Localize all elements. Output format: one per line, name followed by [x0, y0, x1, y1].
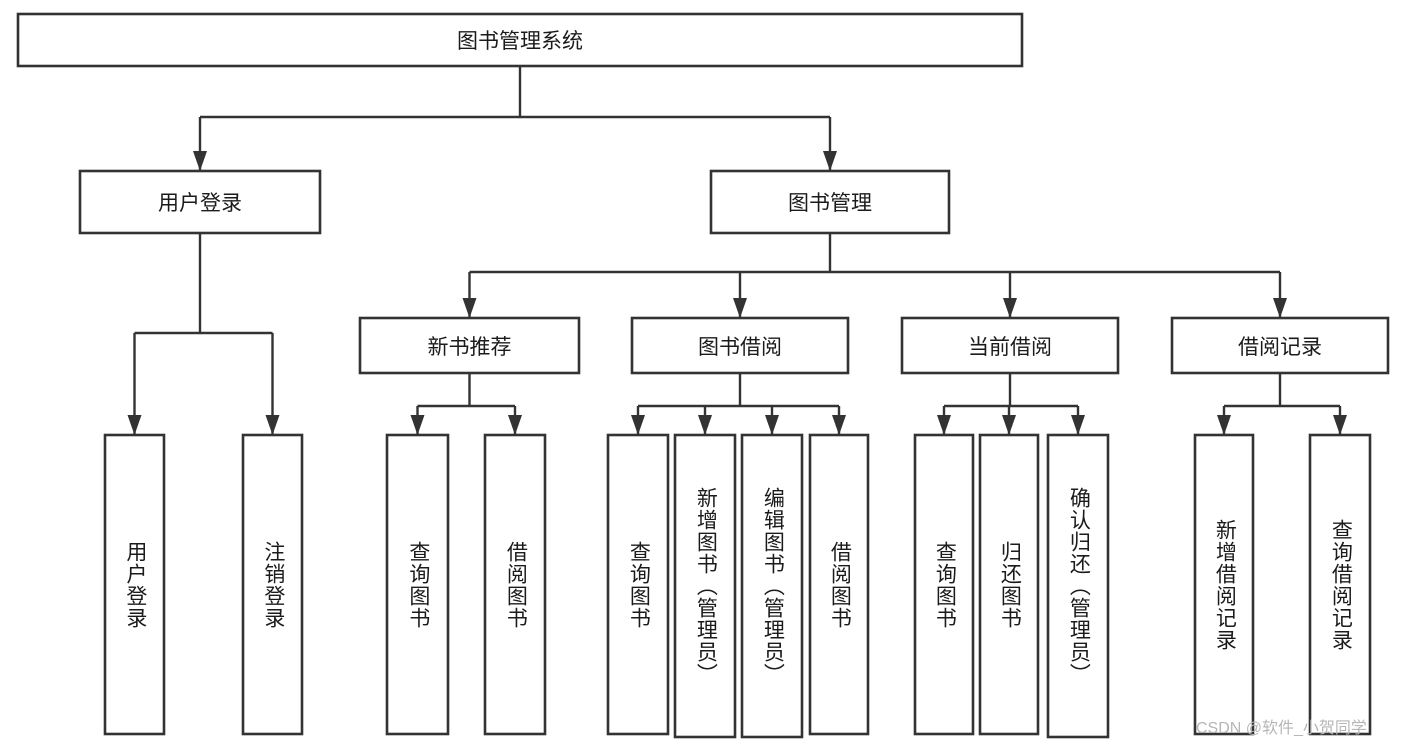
arrow-head-icon: [765, 415, 779, 435]
node-label-leaf-query-log: 查询借阅记录: [1329, 518, 1353, 651]
arrow-head-icon: [410, 415, 425, 435]
node-label-leaf-query-book-3: 查询图书: [933, 540, 957, 629]
node-label-cur-borrow: 当前借阅: [968, 335, 1052, 359]
node-label-new-book-rec: 新书推荐: [427, 335, 512, 359]
node-box-leaf-query-book-1[interactable]: [385, 433, 450, 736]
node-label-leaf-query-book-2: 查询图书: [627, 540, 651, 629]
arrow-head-icon: [832, 415, 846, 435]
node-label-leaf-confirm-ret: 确认归还（管理员）: [1067, 487, 1091, 685]
node-label-leaf-query-book-1: 查询图书: [406, 540, 430, 629]
node-label-leaf-add-log: 新增借阅记录: [1213, 518, 1237, 651]
node-box-leaf-edit-book[interactable]: [740, 433, 804, 739]
node-label-leaf-user-logout: 注销登录: [261, 540, 285, 629]
node-label-leaf-add-book: 新增图书（管理员）: [694, 487, 718, 685]
arrow-head-icon: [733, 298, 747, 318]
arrow-head-icon: [193, 151, 207, 171]
arrow-head-icon: [1071, 415, 1085, 435]
node-box-leaf-confirm-ret[interactable]: [1046, 433, 1110, 739]
node-box-borrow-log[interactable]: [1170, 316, 1390, 375]
node-label-leaf-return-book: 归还图书: [998, 540, 1022, 629]
arrow-head-icon: [127, 415, 142, 435]
node-box-root[interactable]: [16, 12, 1024, 68]
node-box-leaf-add-book[interactable]: [673, 433, 737, 739]
arrow-head-icon: [823, 151, 837, 171]
arrow-head-icon: [508, 415, 522, 435]
node-box-user-login[interactable]: [78, 169, 322, 235]
node-box-leaf-query-book-3[interactable]: [913, 433, 975, 736]
arrow-head-icon: [1273, 298, 1287, 318]
node-label-book-mgmt: 图书管理: [788, 192, 872, 215]
arrow-head-icon: [1002, 415, 1016, 435]
arrow-head-icon: [1003, 298, 1017, 318]
arrow-head-icon: [698, 415, 712, 435]
arrow-head-icon: [265, 415, 280, 435]
arrow-head-icon: [631, 415, 645, 435]
node-box-leaf-query-log[interactable]: [1308, 433, 1372, 736]
node-label-leaf-borrow-book-2: 借阅图书: [828, 540, 852, 629]
node-label-book-borrow: 图书借阅: [698, 335, 782, 359]
node-box-leaf-user-logout[interactable]: [241, 433, 304, 736]
arrow-head-icon: [937, 415, 951, 435]
node-label-user-login: 用户登录: [158, 192, 242, 215]
arrow-head-icon: [1217, 415, 1231, 435]
node-box-cur-borrow[interactable]: [900, 316, 1120, 375]
node-label-leaf-edit-book: 编辑图书（管理员）: [761, 487, 785, 685]
watermark-text: CSDN @软件_小贺同学: [1196, 720, 1367, 737]
node-label-root: 图书管理系统: [457, 30, 583, 53]
node-box-leaf-borrow-book-2[interactable]: [808, 433, 870, 736]
arrow-head-icon: [462, 298, 477, 318]
arrow-head-icon: [1333, 415, 1347, 435]
node-box-leaf-add-log[interactable]: [1193, 433, 1255, 736]
node-box-new-book-rec[interactable]: [358, 316, 581, 375]
node-label-borrow-log: 借阅记录: [1238, 335, 1322, 359]
node-label-leaf-borrow-book-1: 借阅图书: [504, 540, 528, 629]
node-label-leaf-user-login: 用户登录: [123, 540, 147, 629]
node-box-book-mgmt[interactable]: [709, 169, 951, 235]
node-box-book-borrow[interactable]: [630, 316, 850, 375]
node-box-leaf-return-book[interactable]: [978, 433, 1040, 736]
node-box-leaf-user-login[interactable]: [103, 433, 166, 736]
node-box-leaf-query-book-2[interactable]: [606, 433, 670, 736]
node-box-leaf-borrow-book-1[interactable]: [483, 433, 547, 736]
